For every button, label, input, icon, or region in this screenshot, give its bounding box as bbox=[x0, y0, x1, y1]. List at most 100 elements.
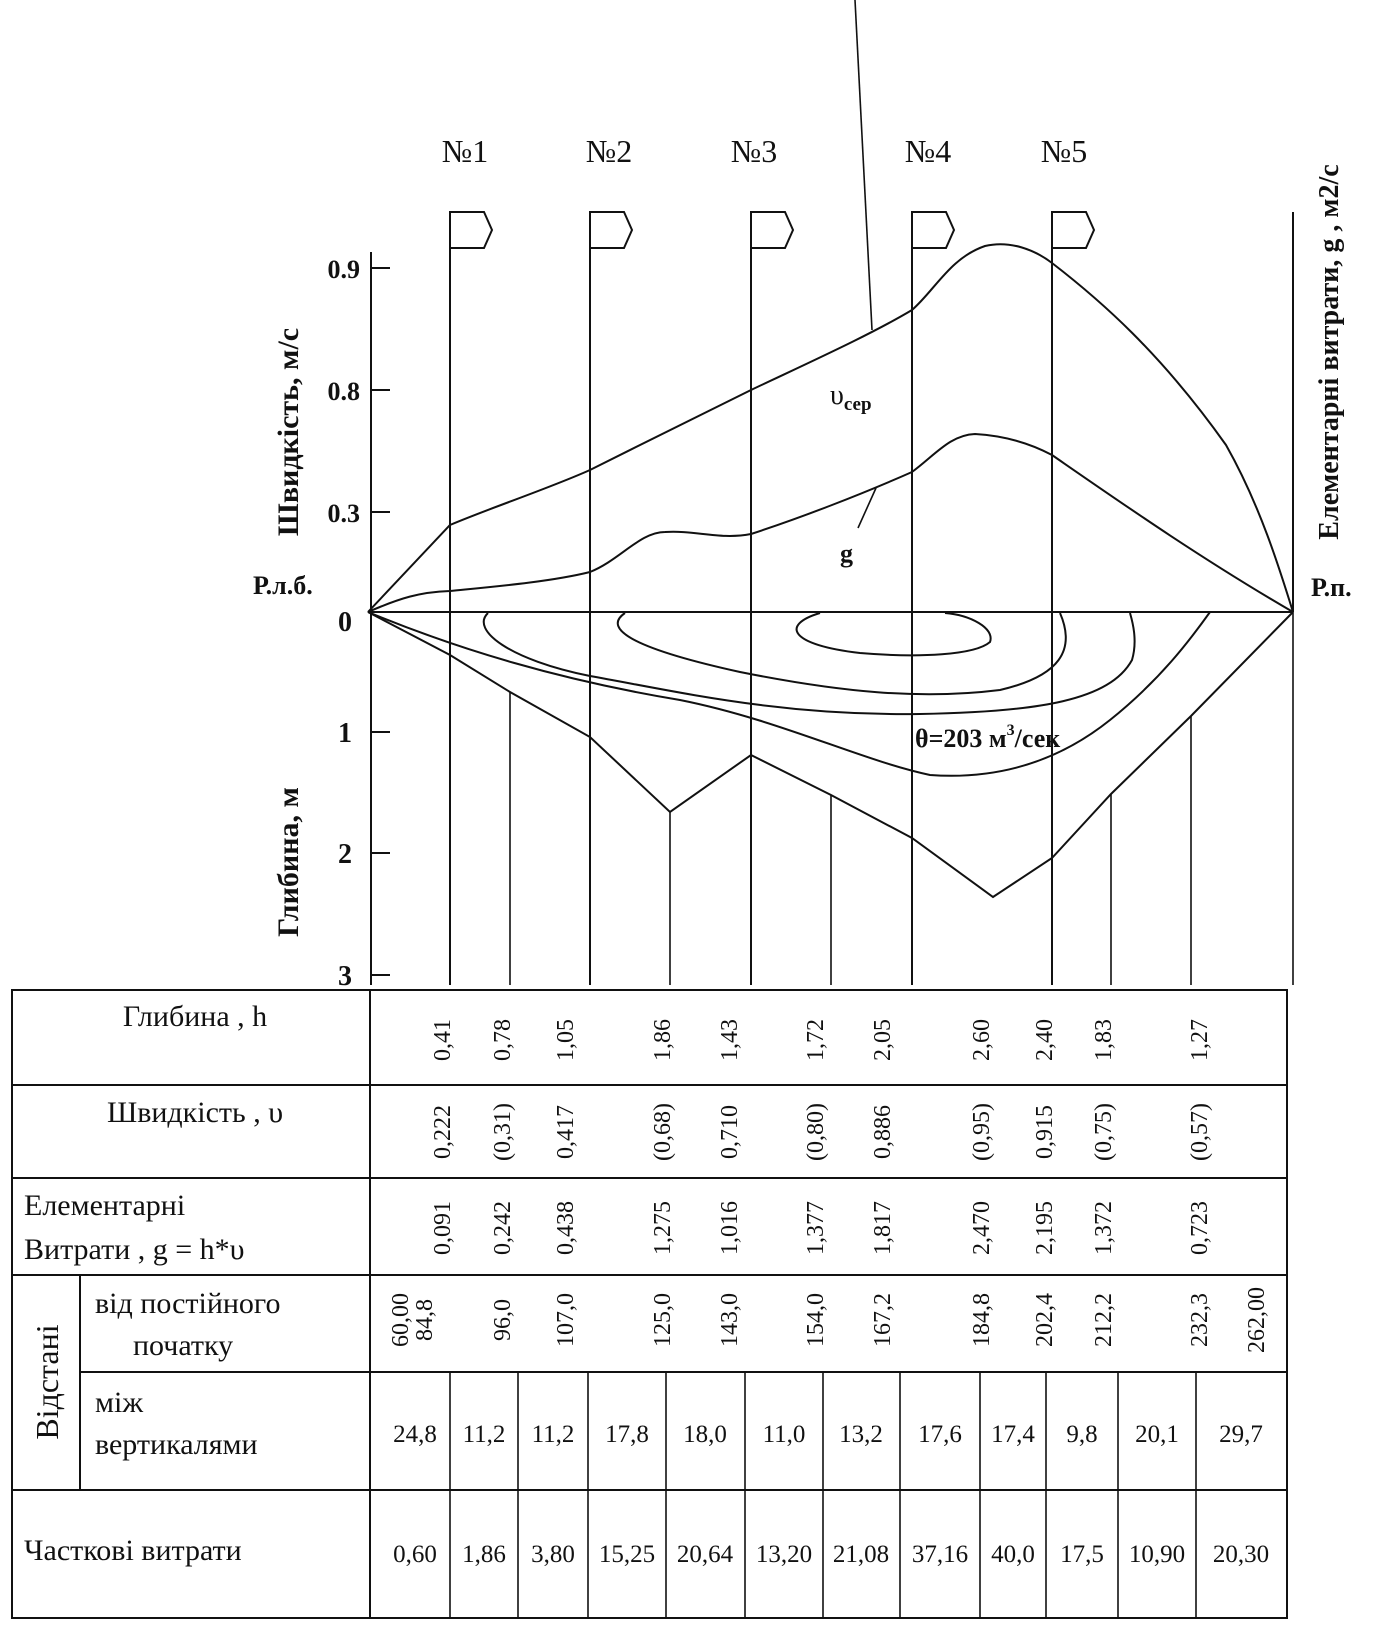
between-value: 24,8 bbox=[393, 1421, 437, 1448]
from-start-value: 167,2 bbox=[870, 1293, 896, 1347]
flat-table-values: 24,80,6011,21,8611,23,8017,815,2518,020,… bbox=[393, 1421, 1269, 1568]
depth-value: 1,27 bbox=[1187, 1019, 1213, 1061]
vertical-4-label: №4 bbox=[905, 133, 952, 169]
flag-icon bbox=[589, 211, 634, 985]
between-value: 13,2 bbox=[839, 1421, 883, 1448]
flow-value: 1,016 bbox=[717, 1201, 743, 1255]
depth-axis-title: Глибина, м bbox=[272, 787, 305, 937]
vertical-3: №3 bbox=[731, 133, 795, 985]
speed-axis-title: Швидкість, м/с bbox=[272, 328, 305, 536]
depth-value: 1,86 bbox=[650, 1019, 676, 1061]
flow-value: 1,817 bbox=[870, 1201, 896, 1255]
flow-value: 2,195 bbox=[1032, 1201, 1058, 1255]
flow-value: 1,372 bbox=[1091, 1201, 1117, 1255]
flow-value: 1,377 bbox=[803, 1201, 829, 1255]
curve-labels: υсер g bbox=[830, 0, 877, 568]
speed-value: (0,80) bbox=[803, 1103, 829, 1161]
from-start-value: 96,0 bbox=[490, 1299, 516, 1341]
discharge-label: θ=203 м3/сек bbox=[915, 722, 1060, 753]
speed-value: (0,68) bbox=[650, 1103, 676, 1161]
vertical-1-label: №1 bbox=[442, 133, 489, 169]
from-start-value: 212,2 bbox=[1091, 1293, 1117, 1347]
row-header-between-line2: вертикалями bbox=[95, 1428, 258, 1461]
partial-value: 17,5 bbox=[1060, 1541, 1104, 1568]
v-mean-label: υсер bbox=[830, 380, 872, 415]
speed-value: (0,75) bbox=[1091, 1103, 1117, 1161]
depth-value: 2,05 bbox=[870, 1019, 896, 1061]
isotachs bbox=[367, 611, 1211, 777]
isotach-third bbox=[616, 612, 1067, 696]
speed-tick-0-9: 0.9 bbox=[328, 255, 361, 284]
mean-velocity-curve bbox=[367, 243, 1294, 613]
flow-value: 0,091 bbox=[430, 1201, 456, 1255]
g-label: g bbox=[840, 539, 853, 568]
between-value: 11,2 bbox=[532, 1421, 575, 1448]
between-value: 17,4 bbox=[991, 1421, 1035, 1448]
row-header-depth: Глибина , h bbox=[123, 1000, 267, 1033]
flow-value: 1,275 bbox=[650, 1201, 676, 1255]
elementary-flow-curve bbox=[367, 432, 1294, 613]
between-value: 29,7 bbox=[1219, 1421, 1263, 1448]
partial-value: 15,25 bbox=[599, 1541, 655, 1568]
row-header-flow-line2: Витрати , g = h*υ bbox=[24, 1233, 245, 1266]
depth-value: 0,78 bbox=[490, 1019, 516, 1061]
from-start-value: 232,3 bbox=[1187, 1293, 1213, 1347]
flag-icon bbox=[750, 211, 795, 985]
row-header-flow-line1: Елементарні bbox=[24, 1189, 185, 1222]
from-start-value: 202,4 bbox=[1032, 1293, 1058, 1347]
speed-tick-0-3: 0.3 bbox=[328, 499, 361, 528]
depth-value: 1,05 bbox=[553, 1019, 579, 1061]
partial-value: 13,20 bbox=[756, 1541, 812, 1568]
speed-value: (0,31) bbox=[490, 1103, 516, 1161]
isotach-second bbox=[482, 612, 1136, 716]
flow-value: 0,438 bbox=[553, 1201, 579, 1255]
partial-value: 37,16 bbox=[912, 1541, 968, 1568]
isotach-inner bbox=[795, 612, 992, 657]
depth-value: 2,40 bbox=[1032, 1019, 1058, 1061]
between-value: 11,0 bbox=[763, 1421, 806, 1448]
partial-value: 1,86 bbox=[462, 1541, 506, 1568]
partial-value: 3,80 bbox=[531, 1541, 575, 1568]
flow-axis-title: Елементарні витрати, g , м2/с bbox=[1314, 164, 1345, 539]
partial-value: 20,30 bbox=[1213, 1541, 1269, 1568]
row-header-partial: Часткові витрати bbox=[24, 1534, 242, 1567]
vertical-1: №1 bbox=[442, 133, 494, 985]
depth-value: 2,60 bbox=[969, 1019, 995, 1061]
speed-value: (0,57) bbox=[1187, 1103, 1213, 1161]
speed-tick-0-8: 0.8 bbox=[328, 377, 361, 406]
flow-value: 0,723 bbox=[1187, 1201, 1213, 1255]
from-start-value: 84,8 bbox=[412, 1299, 438, 1341]
depth-value: 1,43 bbox=[717, 1019, 743, 1061]
depth-tick-2: 2 bbox=[338, 839, 352, 870]
depth-value: 0,41 bbox=[430, 1019, 456, 1061]
from-start-value: 143,0 bbox=[717, 1293, 743, 1347]
partial-value: 20,64 bbox=[677, 1541, 734, 1568]
between-value: 18,0 bbox=[683, 1421, 727, 1448]
from-start-value: 107,0 bbox=[553, 1293, 579, 1347]
vertical-5: №5 bbox=[1041, 133, 1096, 985]
column-dividers bbox=[449, 1372, 1197, 1618]
left-axis: 0.9 0.8 0.3 0 1 2 3 Швидкість, м/с Глиби… bbox=[253, 252, 390, 992]
flag-icon bbox=[911, 211, 956, 985]
right-bank-label: Р.п. bbox=[1311, 573, 1352, 602]
between-value: 17,6 bbox=[918, 1421, 962, 1448]
partial-value: 10,90 bbox=[1129, 1541, 1185, 1568]
rotated-table-values: 0,410,2220,0910,78(0,31)0,2421,050,4170,… bbox=[388, 1019, 1270, 1353]
vertical-3-label: №3 bbox=[731, 133, 778, 169]
row-header-from-start-line2: початку bbox=[133, 1329, 233, 1362]
partial-value: 21,08 bbox=[833, 1541, 889, 1568]
row-header-from-start-line1: від постійного bbox=[95, 1287, 281, 1320]
vertical-5-label: №5 bbox=[1041, 133, 1088, 169]
isotach-outer bbox=[367, 611, 1211, 777]
partial-value: 0,60 bbox=[393, 1541, 437, 1568]
riverbed-profile bbox=[367, 611, 1294, 899]
from-start-value: 154,0 bbox=[803, 1293, 829, 1347]
measuring-verticals: №1 №2 №3 №4 №5 bbox=[442, 133, 1096, 985]
speed-value: 0,886 bbox=[870, 1105, 896, 1159]
speed-value: 0,222 bbox=[430, 1105, 456, 1159]
data-table: Глибина , h Швидкість , υ Елементарні Ви… bbox=[11, 989, 1288, 1619]
depth-tick-0: 0 bbox=[338, 607, 352, 638]
depth-value: 1,83 bbox=[1091, 1019, 1117, 1061]
depth-verticals bbox=[509, 612, 1294, 985]
